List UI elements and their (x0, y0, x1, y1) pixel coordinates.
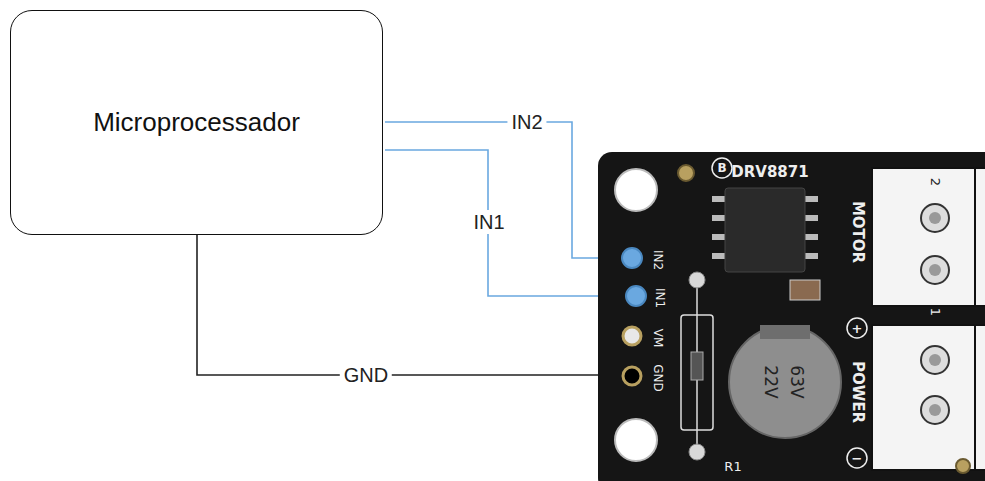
mounting-hole (615, 169, 657, 211)
polarity-ring (847, 448, 867, 468)
in2-wire (385, 122, 625, 258)
terminal-number: 1 (929, 308, 942, 316)
pin-name: VM (652, 329, 664, 348)
pin-name: IN2 (652, 250, 664, 270)
logo-ring (712, 158, 732, 178)
pin-name: IN1 (654, 288, 666, 308)
in1-pin (626, 286, 646, 306)
polarity-ring (847, 318, 867, 338)
power-terminal (872, 325, 985, 470)
fiducial (678, 165, 694, 181)
motor-terminal (872, 168, 985, 306)
in2-pin (622, 248, 642, 268)
in1-wire (385, 150, 628, 296)
chip (712, 188, 818, 272)
terminal-number: 2 (929, 178, 942, 186)
node-text: Microprocessador (93, 107, 300, 138)
logo-letter: B (717, 162, 726, 174)
polarity-mark: − (852, 452, 863, 465)
fiducial (956, 459, 970, 473)
pin-name: GND (652, 364, 664, 392)
resistor-symbol (681, 272, 713, 460)
polarity-mark: + (852, 322, 863, 335)
gnd-wire (197, 235, 626, 375)
signal-label: GND (340, 363, 392, 387)
vm-pin (623, 327, 641, 345)
capacitor-band (760, 325, 810, 339)
mounting-hole (615, 419, 657, 461)
signal-label: IN1 (469, 210, 508, 234)
silkscreen-label: POWER (850, 361, 865, 423)
part-name: DRV8871 (731, 165, 808, 180)
capacitor-marking: 63V (788, 365, 805, 398)
part-designator: R1 (724, 460, 741, 473)
gnd-pin (623, 367, 641, 385)
silkscreen-label: MOTOR (850, 201, 865, 263)
driver-board (598, 152, 985, 481)
process-box: Microprocessador (10, 10, 383, 235)
capacitor-marking: 22V (762, 365, 779, 398)
signal-label: IN2 (507, 110, 546, 134)
smd-part (790, 280, 820, 300)
capacitor (729, 326, 841, 438)
